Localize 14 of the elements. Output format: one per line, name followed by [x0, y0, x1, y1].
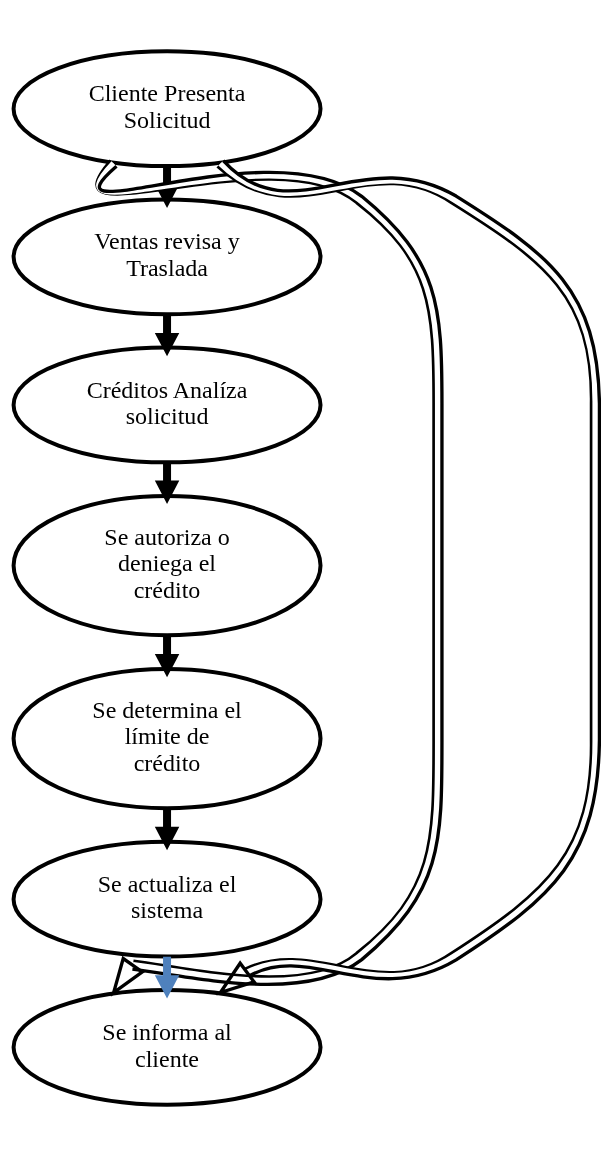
arrow — [216, 158, 601, 996]
node-ellipse: Se autoriza o deniega el crédito — [11, 493, 323, 637]
node-ellipse: Créditos Analíza solicitud — [11, 345, 323, 464]
node-ellipse: Se actualiza el sistema — [11, 839, 323, 959]
arrow — [154, 313, 180, 356]
node-ellipse: Cliente Presenta Solicitud — [11, 48, 323, 168]
arrow — [154, 461, 180, 504]
arrow — [96, 159, 444, 997]
node-ellipse: Se informa al cliente — [11, 987, 323, 1107]
arrow — [154, 956, 180, 998]
node-ellipse: Se determina el límite de crédito — [11, 666, 323, 810]
arrow — [154, 635, 180, 677]
node-ellipse: Ventas revisa y Traslada — [11, 196, 323, 316]
arrow — [154, 808, 180, 850]
